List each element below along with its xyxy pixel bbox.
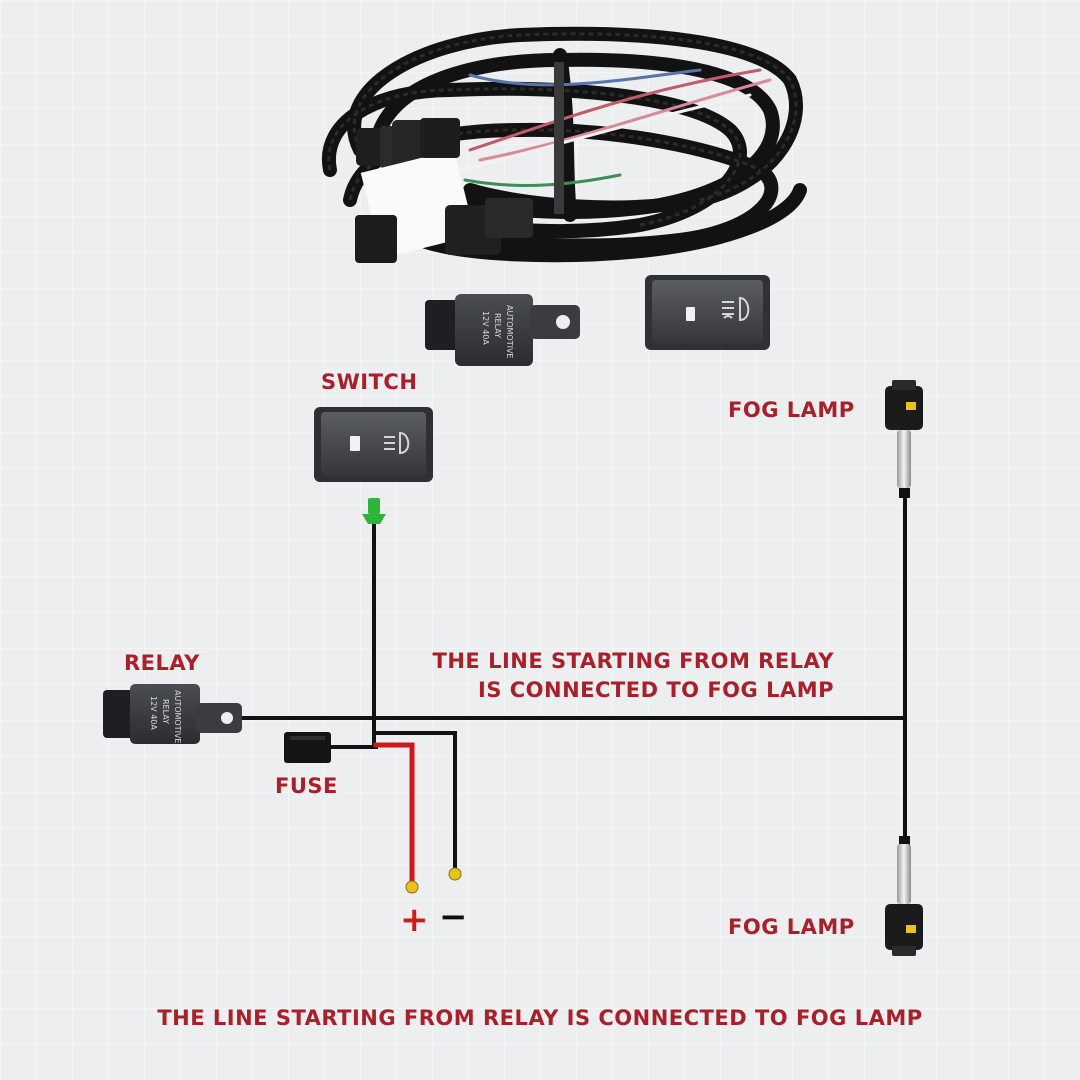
fog-light-icon [384, 431, 410, 455]
connection-note-line: THE LINE STARTING FROM RELAY [432, 649, 834, 673]
wires [238, 493, 907, 885]
relay-marking: AUTOMOTIVE [505, 305, 514, 358]
fog-lamp-label-top: FOG LAMP [728, 398, 855, 422]
switch-component [314, 407, 433, 482]
fuse-label: FUSE [275, 774, 338, 798]
relay-marking: AUTOMOTIVE [173, 690, 182, 743]
fog-light-icon [722, 296, 750, 322]
connection-note-line: IS CONNECTED TO FOG LAMP [478, 678, 834, 702]
relay-marking: RELAY [493, 313, 502, 338]
wire-positive [373, 742, 415, 885]
fog-lamp-connector-top [885, 380, 923, 498]
relay-marking: 12V 40A [149, 696, 158, 730]
relay-marking: 12V 40A [481, 311, 490, 345]
switch-label: SWITCH [321, 370, 418, 394]
negative-terminal [448, 867, 462, 881]
switch-photo [645, 275, 770, 350]
wiring-harness-photo [321, 26, 807, 263]
wire-ground [374, 731, 457, 870]
bottom-caption: THE LINE STARTING FROM RELAY IS CONNECTE… [157, 1006, 923, 1030]
relay-component: AUTOMOTIVE RELAY 12V 40A [103, 684, 242, 744]
connection-note: THE LINE STARTING FROM RELAY IS CONNECTE… [410, 647, 834, 705]
fuse-component [284, 732, 331, 763]
fog-lamp-label-bottom: FOG LAMP [728, 915, 855, 939]
relay-label: RELAY [124, 651, 200, 675]
fog-lamp-connector-bottom [885, 836, 923, 956]
negative-symbol: − [439, 897, 468, 937]
positive-symbol: + [400, 900, 429, 940]
relay-photo: AUTOMOTIVE RELAY 12V 40A [425, 294, 580, 366]
switch-connector-tip [362, 498, 386, 524]
positive-terminal [405, 880, 419, 894]
relay-marking: RELAY [161, 699, 170, 724]
